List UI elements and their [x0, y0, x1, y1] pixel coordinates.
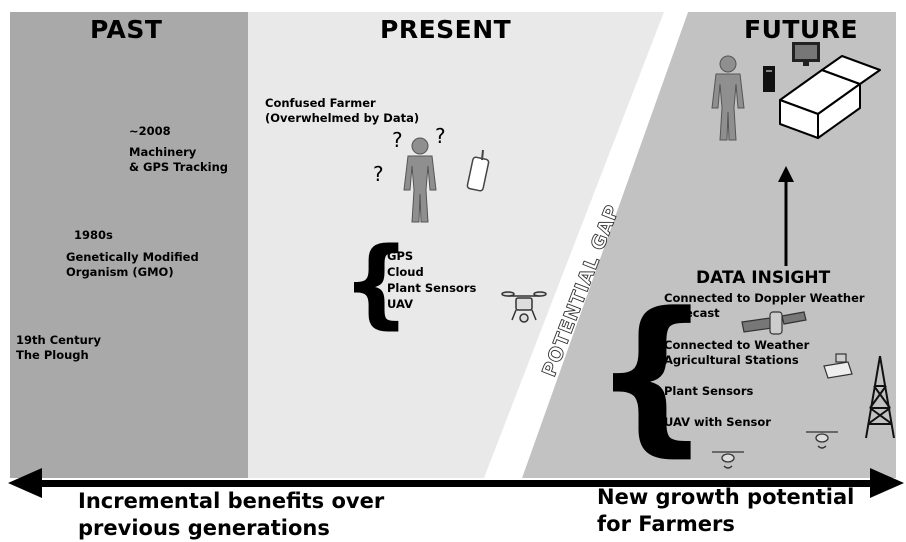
confused-farmer-label: Confused Farmer (Overwhelmed by Data) [265, 96, 420, 125]
handheld-device-icon [466, 149, 490, 192]
monitor-icon [792, 42, 820, 66]
server-tower-icon [763, 66, 775, 92]
past-item-year-2008: ~2008 [129, 124, 171, 138]
data-insight-title: DATA INSIGHT [696, 268, 831, 288]
question-mark-2: ? [435, 124, 446, 148]
question-mark-3: ? [373, 162, 384, 186]
future-item-uav-sensor: UAV with Sensor [664, 415, 771, 429]
future-item-plant-sensors: Plant Sensors [664, 384, 754, 398]
uav-icon [501, 291, 547, 323]
tech-list-item-cloud: Cloud [387, 265, 424, 279]
section-present-title: PRESENT [380, 15, 512, 44]
present-brace: { [342, 227, 410, 339]
uav-sensor-icon-1 [806, 431, 838, 449]
uav-sensor-icon-2 [712, 451, 744, 469]
radio-tower-icon [865, 355, 895, 439]
question-mark-1: ? [392, 128, 403, 152]
tech-list-item-uav: UAV [387, 297, 414, 311]
gap-band [484, 12, 688, 478]
future-item-doppler: Connected to Doppler Weather Forecast [664, 291, 865, 320]
past-item-year-1980s: 1980s [74, 228, 113, 242]
past-item-machinery: Machinery & GPS Tracking [129, 145, 229, 174]
section-past-title: PAST [90, 15, 163, 44]
timeline-arrow [8, 468, 904, 498]
bottom-left-caption: Incremental benefits over previous gener… [78, 489, 385, 540]
tech-list-item-gps: GPS [387, 249, 414, 263]
confused-farmer-figure [403, 137, 437, 223]
house-icon [779, 55, 881, 139]
future-brace: { [592, 276, 712, 472]
section-future-title: FUTURE [744, 15, 859, 44]
bottom-right-caption: New growth potential for Farmers [597, 485, 855, 536]
past-item-gmo: Genetically Modified Organism (GMO) [66, 250, 199, 279]
future-item-weather-stations: Connected to Weather Agricultural Statio… [664, 338, 810, 367]
tech-list-item-plant-sensors: Plant Sensors [387, 281, 477, 295]
future-person-figure [711, 55, 745, 141]
past-panel [10, 12, 248, 478]
weather-station-icon [823, 353, 853, 379]
up-arrow [778, 166, 794, 266]
satellite-icon [741, 311, 807, 335]
past-item-plough: 19th Century The Plough [16, 333, 101, 362]
